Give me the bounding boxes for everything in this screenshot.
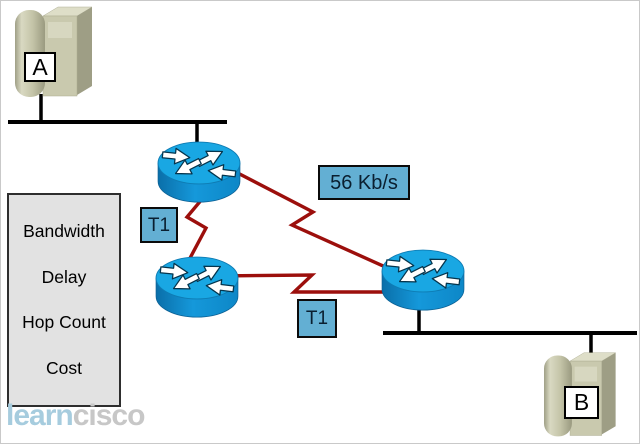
t1-link-bottom-label: T1 [297,299,337,338]
watermark-cisco: cisco [72,399,146,432]
host-b-letter: B [573,389,590,415]
routing-metrics-box: Bandwidth Delay Hop Count Cost [7,193,121,407]
router-icon-right [382,250,464,310]
serial-56k-text: 56 Kb/s [330,171,398,194]
metric-delay: Delay [41,266,87,287]
serial-56k-link [227,166,413,281]
metric-hop-count: Hop Count [22,312,106,332]
t1-top-text: T1 [147,214,171,236]
t1-link-top [184,190,210,261]
serial-56k-label: 56 Kb/s [318,165,410,200]
metric-bandwidth: Bandwidth [23,221,105,241]
host-b-label: B [564,386,599,419]
t1-link-bottom [213,273,421,294]
t1-bottom-text: T1 [305,308,329,329]
t1-link-top-label: T1 [140,207,178,243]
router-icon-top [158,142,240,202]
router-icon-middle [156,257,238,317]
metric-cost: Cost [46,357,82,378]
watermark-learn: learn [6,399,74,432]
host-a-letter: A [32,53,48,80]
host-a-label: A [24,52,56,82]
watermark: learncisco [6,399,146,433]
